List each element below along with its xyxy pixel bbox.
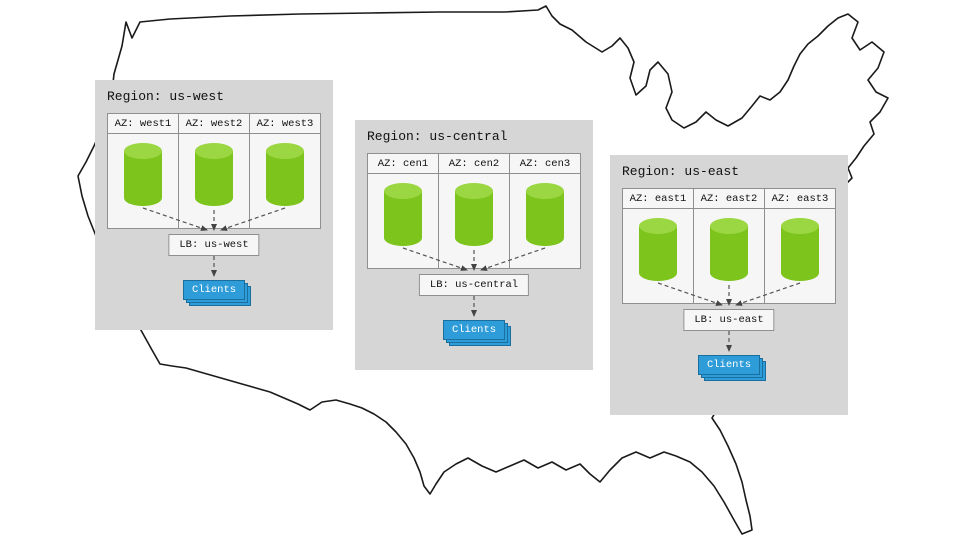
az-label: AZ: west1	[108, 114, 178, 134]
az-label: AZ: west3	[250, 114, 320, 134]
region-box-us-east: Region: us-east AZ: east1 AZ: east2 AZ: …	[610, 155, 848, 415]
database-cylinder-icon	[194, 142, 234, 208]
region-title: Region: us-west	[107, 89, 225, 104]
az-zone: AZ: east3	[765, 189, 835, 303]
clients-node: Clients	[698, 355, 766, 381]
az-label: AZ: east3	[765, 189, 835, 209]
load-balancer: LB: us-west	[168, 234, 260, 256]
az-label: AZ: west2	[179, 114, 249, 134]
az-label: AZ: cen3	[510, 154, 580, 174]
az-zone: AZ: east2	[694, 189, 765, 303]
clients-label: Clients	[698, 355, 760, 375]
load-balancer: LB: us-central	[418, 274, 530, 296]
az-label: AZ: east2	[694, 189, 764, 209]
region-box-us-central: Region: us-central AZ: cen1 AZ: cen2 AZ:…	[355, 120, 593, 370]
az-zone: AZ: cen3	[510, 154, 580, 268]
load-balancer: LB: us-east	[683, 309, 775, 331]
region-title: Region: us-east	[622, 164, 740, 179]
az-zone: AZ: west2	[179, 114, 250, 228]
database-cylinder-icon	[709, 217, 749, 283]
az-zone: AZ: cen2	[439, 154, 510, 268]
database-cylinder-icon	[638, 217, 678, 283]
clients-node: Clients	[443, 320, 511, 346]
clients-label: Clients	[183, 280, 245, 300]
az-label: AZ: east1	[623, 189, 693, 209]
database-cylinder-icon	[123, 142, 163, 208]
database-cylinder-icon	[525, 182, 565, 248]
az-zone: AZ: west1	[108, 114, 179, 228]
database-cylinder-icon	[265, 142, 305, 208]
az-panel: AZ: west1 AZ: west2 AZ: west3	[107, 113, 321, 229]
database-cylinder-icon	[383, 182, 423, 248]
region-title: Region: us-central	[367, 129, 508, 144]
az-zone: AZ: cen1	[368, 154, 439, 268]
database-cylinder-icon	[780, 217, 820, 283]
clients-node: Clients	[183, 280, 251, 306]
region-box-us-west: Region: us-west AZ: west1 AZ: west2 AZ: …	[95, 80, 333, 330]
clients-label: Clients	[443, 320, 505, 340]
az-panel: AZ: cen1 AZ: cen2 AZ: cen3	[367, 153, 581, 269]
az-label: AZ: cen2	[439, 154, 509, 174]
az-zone: AZ: west3	[250, 114, 320, 228]
az-zone: AZ: east1	[623, 189, 694, 303]
database-cylinder-icon	[454, 182, 494, 248]
az-label: AZ: cen1	[368, 154, 438, 174]
az-panel: AZ: east1 AZ: east2 AZ: east3	[622, 188, 836, 304]
